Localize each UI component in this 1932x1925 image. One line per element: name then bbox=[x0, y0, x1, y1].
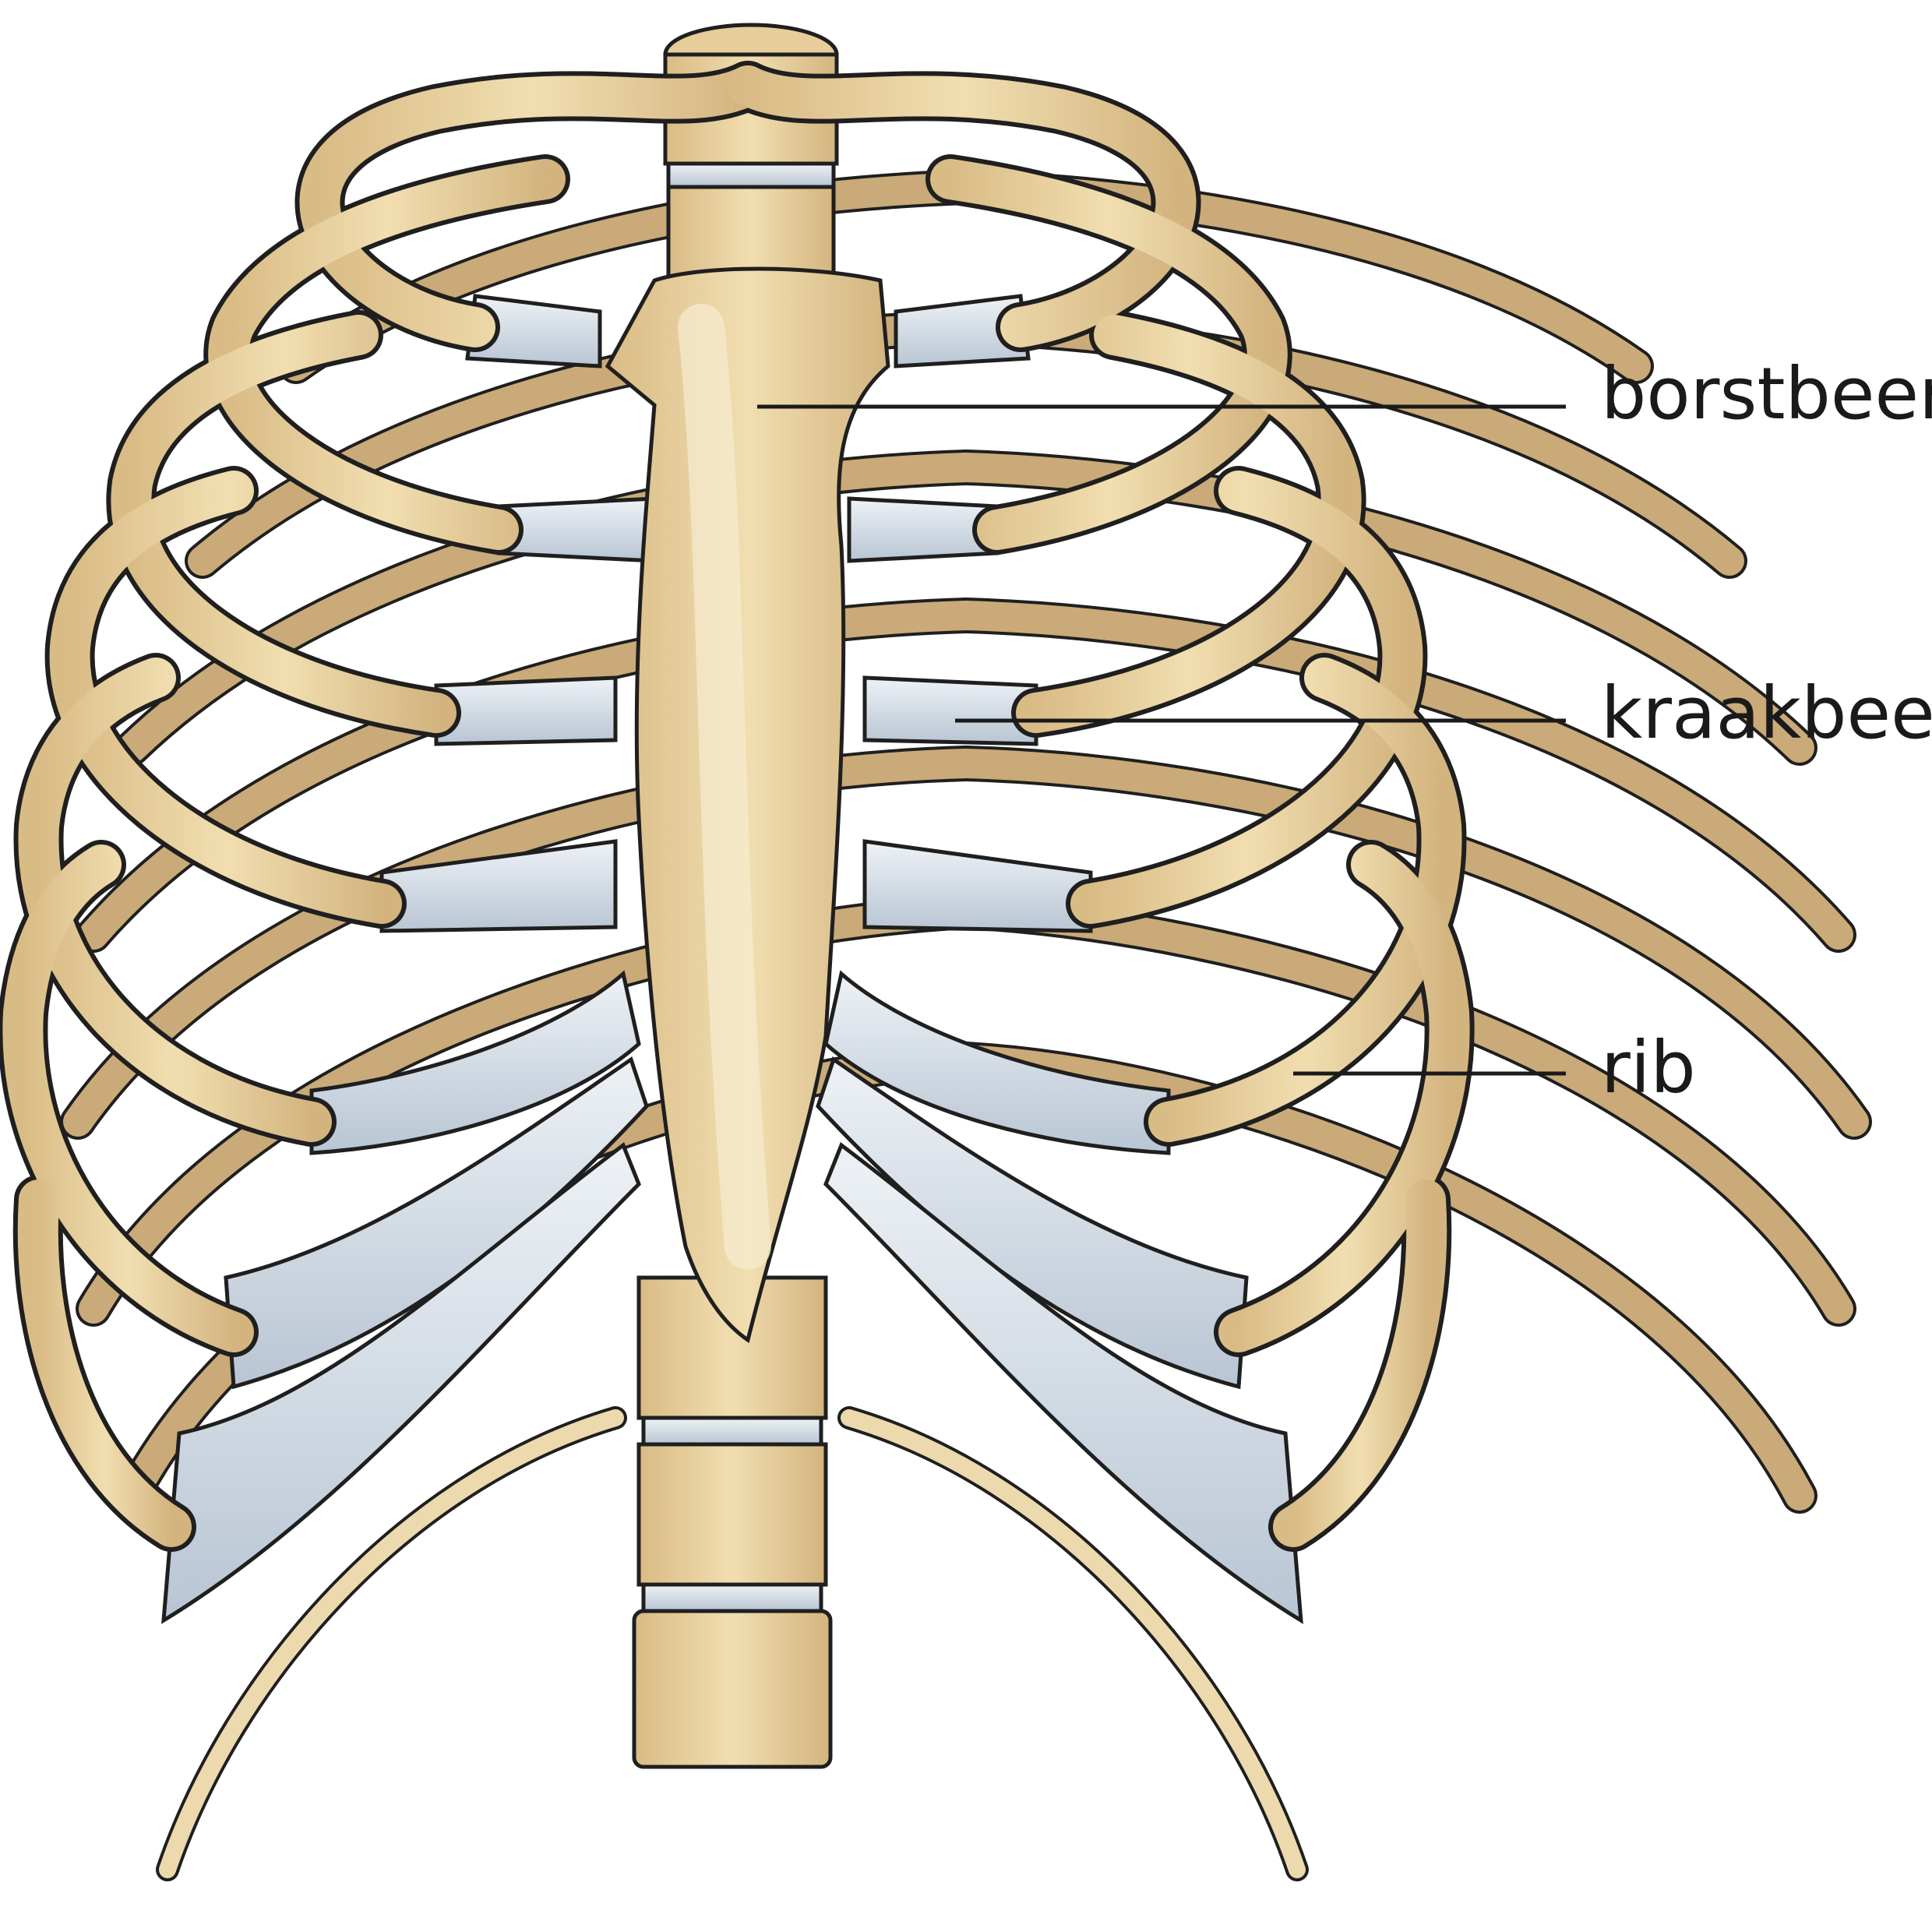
sternum bbox=[605, 266, 890, 1344]
anterior-ribs bbox=[0, 61, 1475, 1552]
label-leader-lines bbox=[757, 404, 1566, 1076]
label-rib: rib bbox=[1601, 1026, 1696, 1109]
label-sternum: borstbeen bbox=[1601, 352, 1932, 435]
costal-cartilage bbox=[161, 294, 1303, 1624]
vertebral-column bbox=[632, 23, 839, 1769]
floating-ribs bbox=[156, 1406, 1309, 1881]
label-cartilage: kraakbeen bbox=[1601, 672, 1932, 755]
